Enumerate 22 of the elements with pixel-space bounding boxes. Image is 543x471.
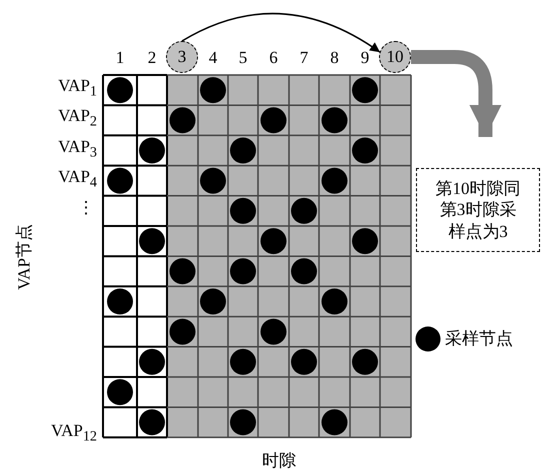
column-number: 7 bbox=[300, 49, 308, 66]
column-number: 4 bbox=[208, 49, 218, 66]
ellipsis: ⋮ bbox=[78, 198, 94, 216]
column-number: 6 bbox=[269, 49, 278, 66]
column-number: 9 bbox=[360, 49, 370, 66]
axis-title: VAP节点 bbox=[16, 224, 32, 290]
slot-circle: 10 bbox=[379, 41, 411, 73]
curved-arrow bbox=[182, 13, 380, 53]
row-label: VAP$_{1}$ bbox=[58, 77, 97, 99]
legend-text: 采样节点 bbox=[445, 330, 513, 347]
block-arrow bbox=[411, 50, 502, 137]
row-label: VAP$_{3}$ bbox=[58, 138, 97, 160]
row-label: VAP$_{2}$ bbox=[58, 107, 97, 129]
note-box: 第10时隙同第3时隙采样点为3 bbox=[416, 168, 540, 252]
row-label: VAP$_{4}$ bbox=[58, 168, 97, 190]
row-label: VAP$_{12}$ bbox=[51, 422, 97, 444]
axis-title: 时隙 bbox=[262, 452, 296, 469]
column-number: 1 bbox=[116, 49, 124, 66]
column-number: 8 bbox=[330, 49, 339, 66]
column-number: 5 bbox=[238, 49, 248, 66]
slot-circle: 3 bbox=[166, 41, 198, 73]
column-number: 2 bbox=[148, 49, 156, 66]
